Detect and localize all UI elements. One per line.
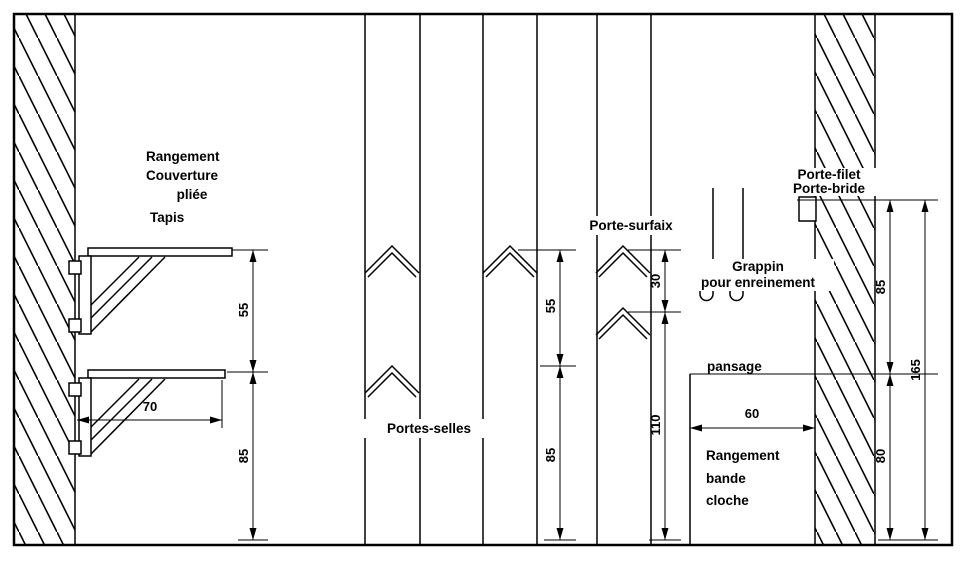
dim-label-rack-55: 55 — [543, 298, 558, 314]
label-bande-line2: bande — [706, 470, 746, 486]
dim-label-rack-85: 85 — [543, 447, 558, 463]
left-wall — [13, 13, 76, 546]
label-tapis: Tapis — [150, 210, 185, 225]
dim-label-pansage-60: 60 — [744, 406, 760, 421]
dim-label-shelf-85: 85 — [236, 448, 251, 464]
dim-label-right-80: 80 — [873, 448, 888, 464]
label-rangement-couverture: Rangement Couverture pliée — [146, 147, 238, 204]
label-bande-line3: cloche — [706, 493, 749, 508]
dimension-lines — [77, 199, 938, 541]
grappin-hooks — [699, 188, 744, 302]
shelf-bottom — [68, 369, 226, 457]
label-porte-surfaix: Porte-surfaix — [558, 216, 704, 235]
label-portes-selles: Portes-selles — [352, 419, 506, 438]
label-rangement: Rangement — [146, 149, 220, 164]
label-porte-filet: Porte-filet — [773, 168, 885, 182]
label-porte-bride: Porte-bride — [773, 182, 885, 196]
dim-label-surfaix-110: 110 — [648, 414, 663, 436]
partition-lines — [364, 14, 652, 545]
dim-label-right-85: 85 — [873, 279, 888, 295]
label-pansage: pansage — [707, 359, 762, 374]
label-grappin: Grappin pour enreinement — [682, 259, 834, 291]
dim-label-right-165: 165 — [908, 359, 923, 381]
label-porte-filet-bride: Porte-filet Porte-bride — [773, 168, 885, 196]
dim-label-surfaix-30: 30 — [648, 273, 663, 289]
dim-label-shelf-55: 55 — [236, 302, 251, 318]
saddle-racks — [364, 244, 651, 398]
label-grappin-line1: Grappin — [682, 259, 834, 275]
porte-filet-bracket — [798, 196, 817, 222]
dim-label-shelf-70: 70 — [142, 399, 158, 414]
shelf-top — [68, 247, 233, 335]
label-pliee: pliée — [176, 187, 208, 202]
label-grappin-line2: pour enreinement — [682, 275, 834, 291]
label-rangement-bande-cloche: Rangement bande cloche — [706, 445, 780, 513]
label-bande-line1: Rangement — [706, 448, 780, 463]
label-couverture: Couverture — [146, 168, 219, 183]
